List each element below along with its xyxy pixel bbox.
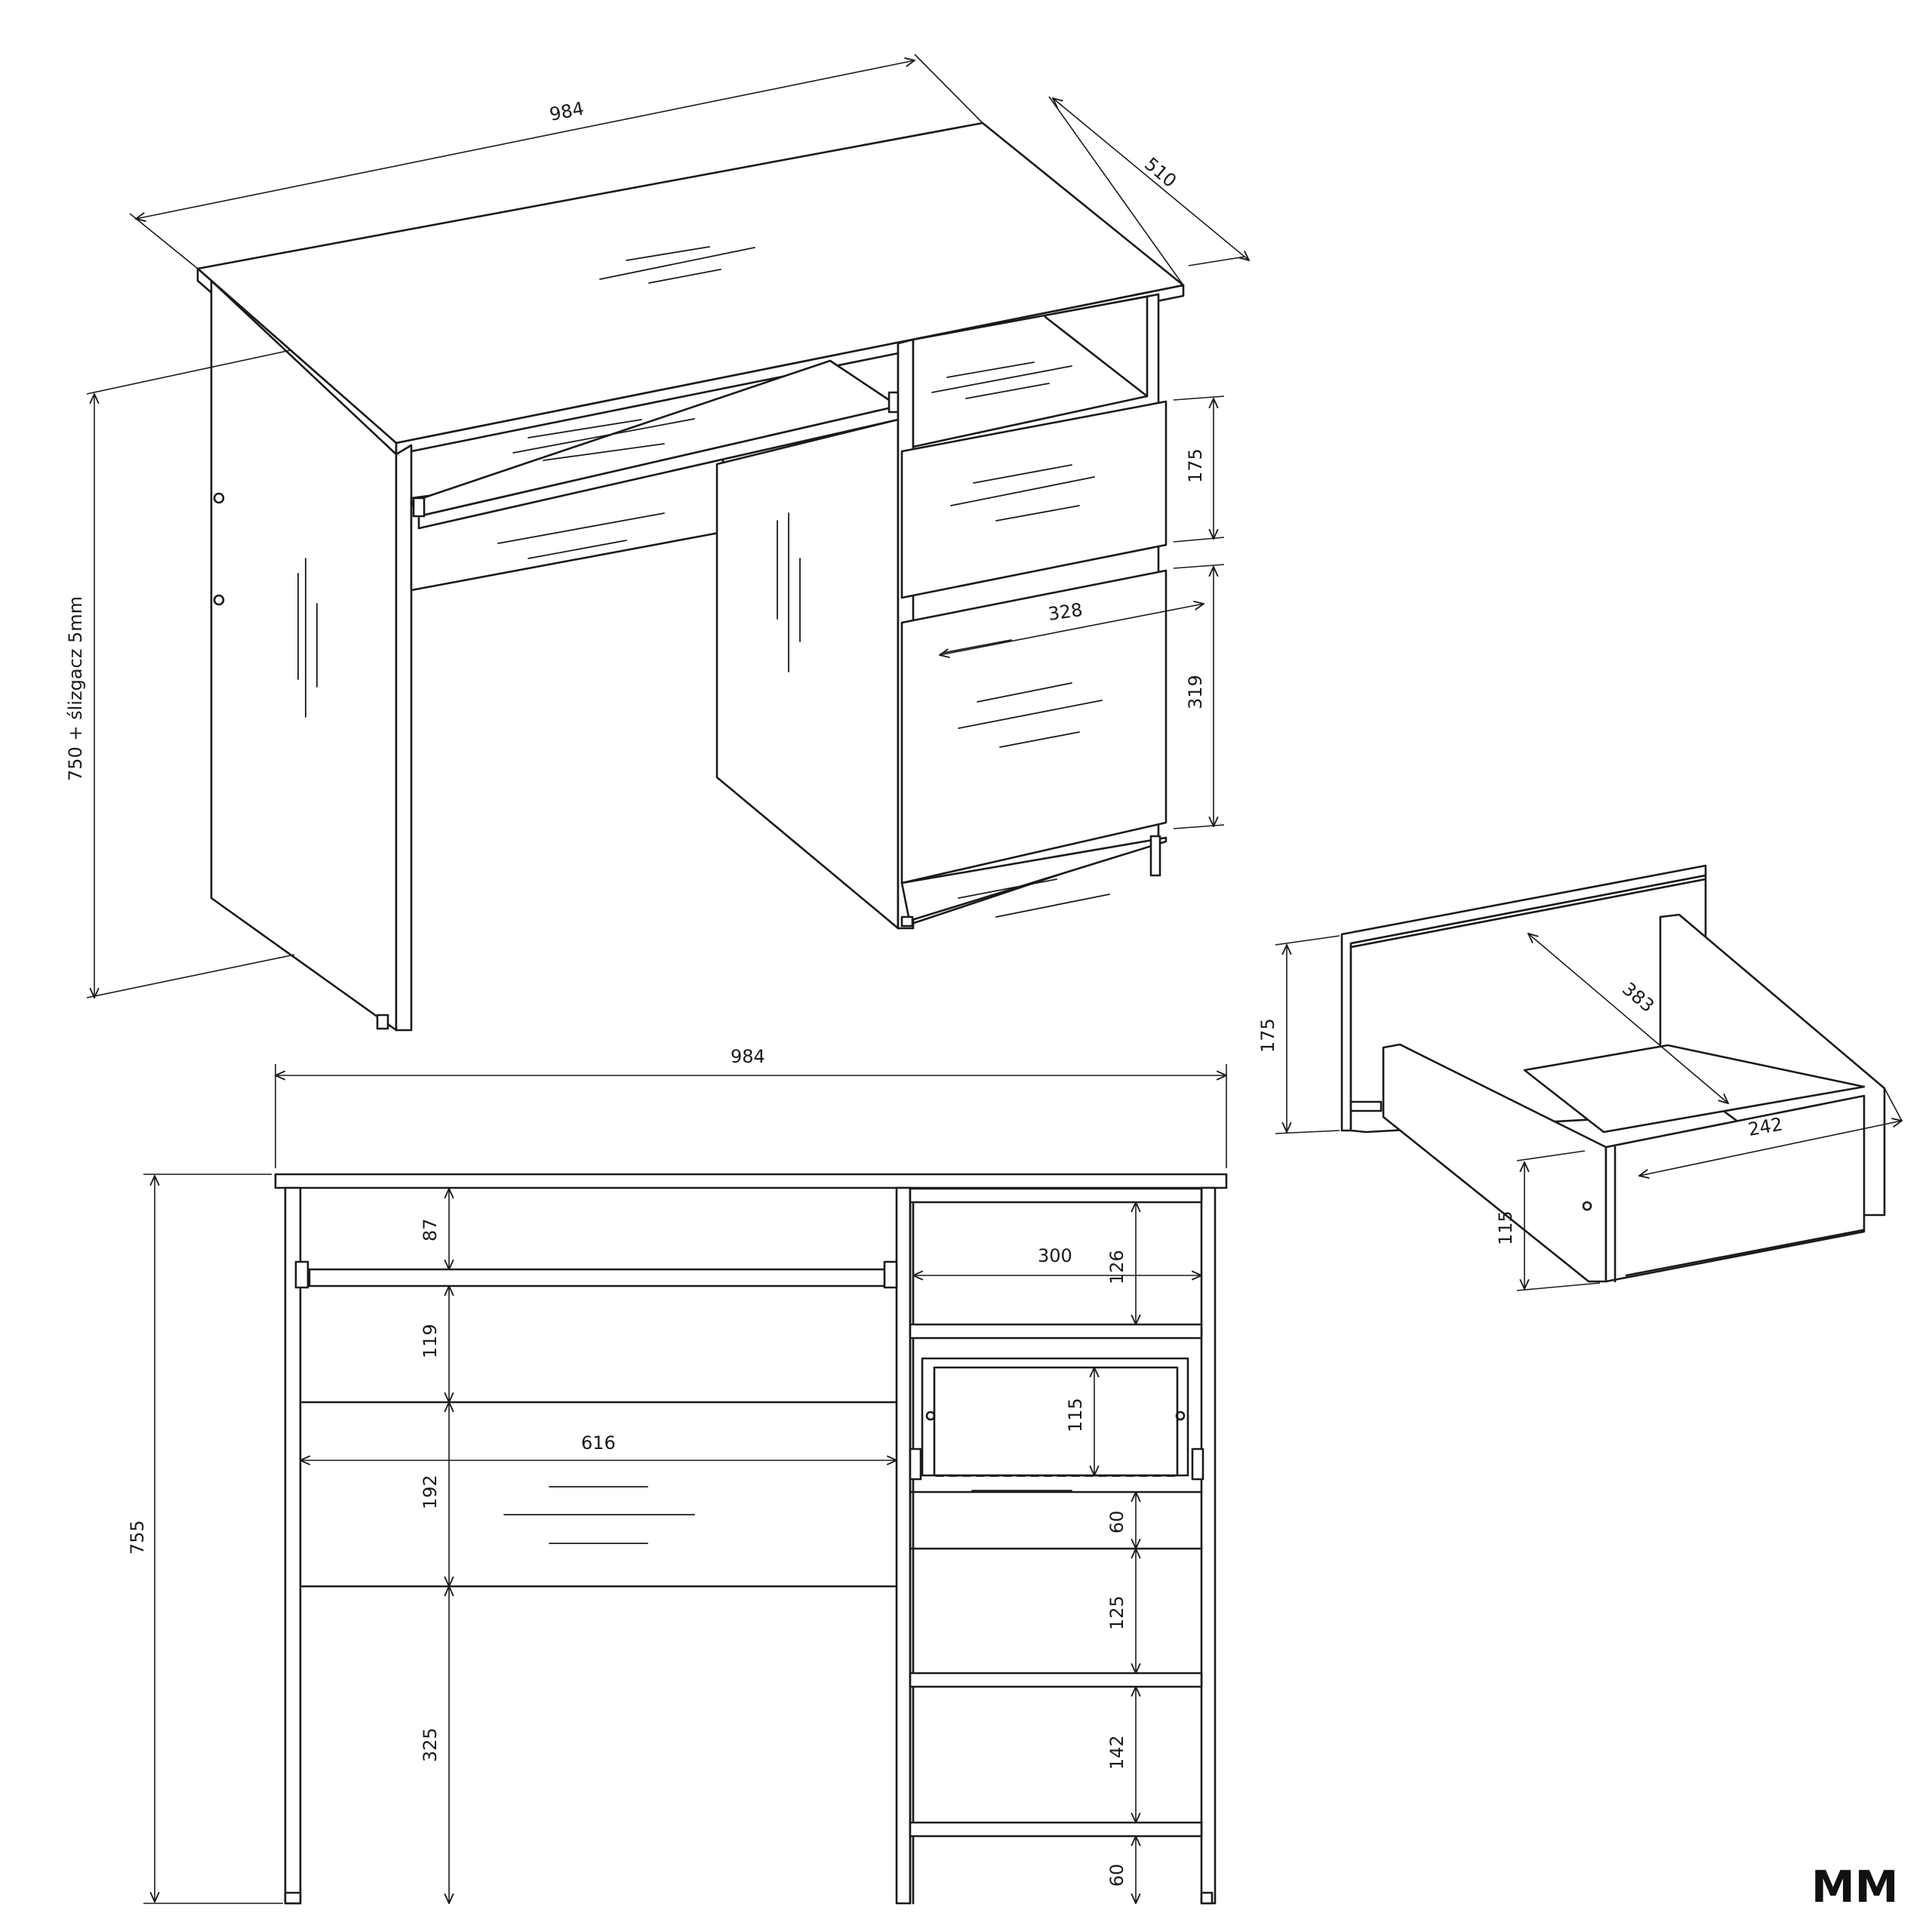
center-panel <box>715 418 900 930</box>
dim-height-label: 750 + ślizgacz 5mm <box>65 596 86 781</box>
dim-width-label: 984 <box>548 98 586 125</box>
front-right-panel <box>1200 1186 1217 1905</box>
front-dimensions: 984 755 87 119 192 325 616 300 126 115 6… <box>127 1046 1226 1903</box>
dim-plinth-label: 60 <box>1106 1863 1128 1887</box>
front-left-panel <box>284 1186 302 1905</box>
front-keyboard-tray <box>308 1268 892 1287</box>
dim-knee-space-label: 325 <box>420 1727 441 1762</box>
front-top <box>274 1173 1228 1189</box>
dim-front-drawer-label: 115 <box>1065 1398 1086 1432</box>
perspective-desk <box>196 122 1185 1032</box>
grain-marks <box>297 246 1110 918</box>
dim-line-drawer-depth <box>1528 934 1728 1103</box>
drawer-detail: 175 383 242 115 <box>1257 864 1902 1291</box>
front-view <box>274 1173 1228 1905</box>
dim-inner-width-label: 616 <box>581 1432 616 1454</box>
brand-logo: MM <box>1811 1861 1898 1912</box>
dim-depth-label: 510 <box>1140 153 1180 192</box>
dim-line-width <box>136 60 915 219</box>
dim-front-height-label: 755 <box>127 1520 148 1555</box>
dim-lower-section-label: 125 <box>1106 1595 1128 1630</box>
dim-line-drawer-width <box>940 604 1204 655</box>
dim-line-drawer-inner <box>1639 1121 1902 1176</box>
dim-top-drawer-label: 175 <box>1185 448 1206 483</box>
dim-drawer-front-height-label: 192 <box>420 1475 441 1509</box>
dim-line-depth <box>1053 98 1249 260</box>
dim-keyboard-gap-label: 119 <box>420 1324 441 1358</box>
dim-drawer-width-label: 328 <box>1047 599 1084 625</box>
front-drawer <box>921 1357 1189 1477</box>
plinth <box>900 836 1168 922</box>
dim-drawer-front-label: 175 <box>1257 1018 1278 1053</box>
dim-bottom-drawer-label: 319 <box>1185 675 1206 709</box>
dim-bottom-section-label: 142 <box>1106 1735 1128 1770</box>
front-center-panel <box>895 1186 912 1905</box>
dim-compartment-label: 126 <box>1106 1250 1128 1284</box>
perspective-dimensions: 984 510 750 + ślizgacz 5mm 175 319 328 <box>65 54 1249 998</box>
dim-front-width-label: 984 <box>731 1046 765 1067</box>
dim-rail-gap-label: 60 <box>1106 1510 1128 1534</box>
top-drawer <box>900 400 1168 599</box>
left-panel-front-edge <box>395 444 413 1032</box>
dim-drawer-side-label: 115 <box>1495 1211 1516 1245</box>
dim-cabinet-width-label: 300 <box>1038 1245 1072 1266</box>
dim-top-gap-label: 87 <box>420 1218 441 1241</box>
